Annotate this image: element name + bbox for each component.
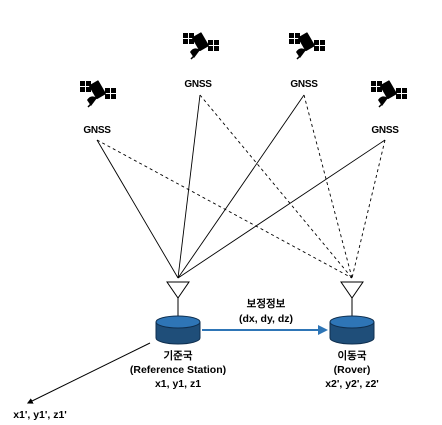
rover-antenna bbox=[340, 281, 364, 318]
signal-line-solid bbox=[177, 94, 201, 279]
reference-station-english: (Reference Station) bbox=[130, 364, 226, 376]
signal-line-dashed bbox=[303, 94, 353, 279]
satellite-2: GNSS bbox=[182, 31, 220, 90]
signal-line-solid bbox=[96, 139, 179, 279]
signal-lines bbox=[96, 94, 386, 279]
signal-line-dashed bbox=[351, 139, 386, 279]
rover-name: 이동국 bbox=[338, 349, 367, 362]
projected-coords: x1', y1', z1' bbox=[13, 409, 67, 421]
satellite-4: GNSS bbox=[370, 79, 408, 136]
signal-line-solid bbox=[177, 139, 386, 279]
signal-line-dashed bbox=[199, 94, 353, 279]
satellite-icon bbox=[288, 31, 326, 60]
signal-line-dashed bbox=[96, 139, 353, 279]
reference-station-coords: x1, y1, z1 bbox=[155, 378, 201, 390]
satellite-label: GNSS bbox=[184, 79, 212, 90]
rover-coords: x2', y2', z2' bbox=[325, 378, 379, 390]
signal-line-solid bbox=[177, 94, 305, 279]
satellite-icon bbox=[370, 79, 408, 108]
satellite-label: GNSS bbox=[83, 125, 111, 136]
satellite-label: GNSS bbox=[371, 125, 399, 136]
reference-receiver bbox=[155, 315, 201, 345]
satellite-1: GNSS bbox=[79, 79, 117, 136]
rover-english: (Rover) bbox=[334, 364, 371, 376]
reference-antenna bbox=[166, 281, 190, 318]
satellite-label: GNSS bbox=[290, 79, 318, 90]
rover-receiver bbox=[329, 315, 375, 345]
projection-arrow bbox=[26, 342, 151, 404]
correction-title: 보정정보 bbox=[247, 297, 286, 310]
satellite-icon bbox=[79, 79, 117, 108]
satellite-3: GNSS bbox=[288, 31, 326, 90]
antenna-icon bbox=[166, 281, 190, 299]
antenna-icon bbox=[340, 281, 364, 299]
correction-values: (dx, dy, dz) bbox=[239, 313, 293, 325]
reference-station-name: 기준국 bbox=[164, 349, 193, 362]
satellite-icon bbox=[182, 31, 220, 60]
